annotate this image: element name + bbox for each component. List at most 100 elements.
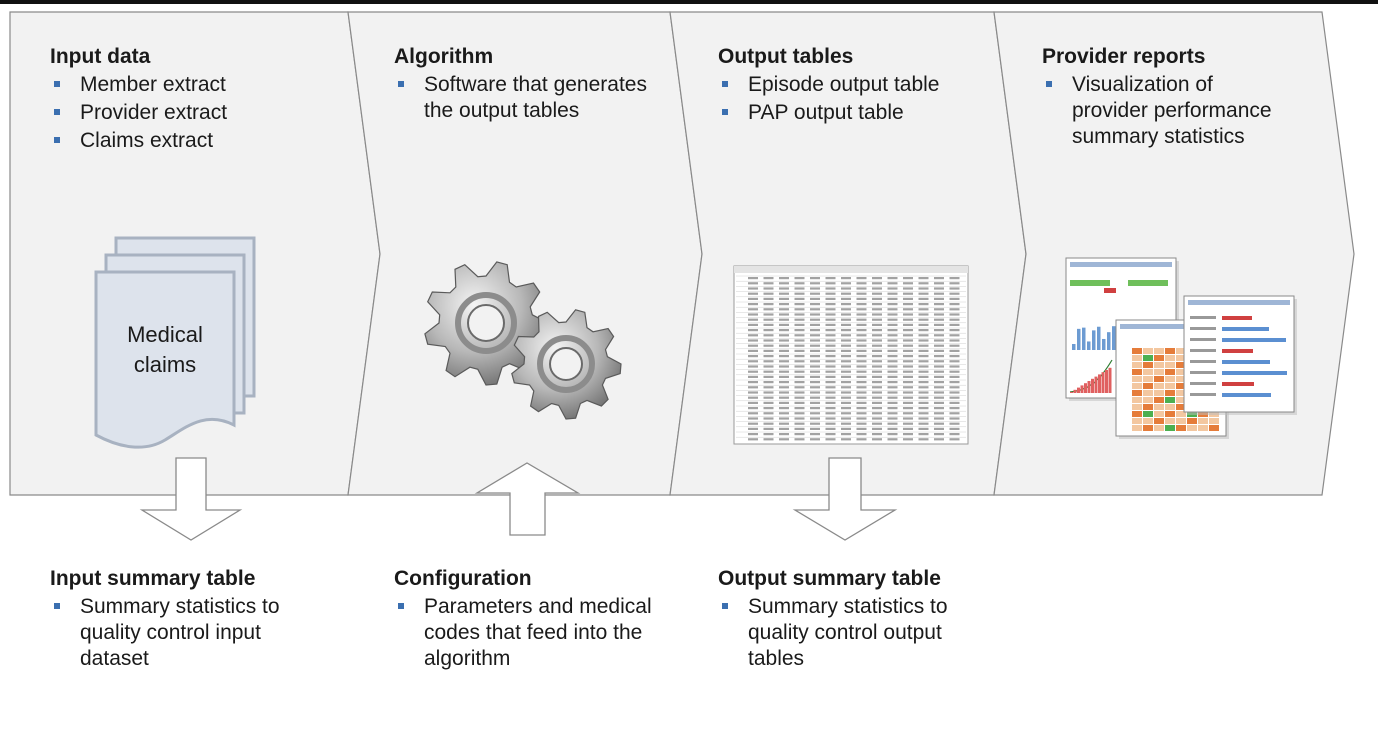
sheet-cell: [949, 417, 960, 420]
sheet-cell: [841, 381, 851, 384]
sheet-cell: [918, 386, 929, 389]
sheet-cell: [748, 344, 758, 347]
sheet-cell: [748, 313, 758, 316]
sheet-cell: [825, 381, 836, 384]
sheet-cell: [903, 360, 913, 363]
sheet-cell: [825, 365, 836, 368]
report-heat-cell: [1154, 390, 1164, 396]
sheet-cell: [810, 360, 820, 363]
sheet-cell: [903, 323, 913, 326]
sheet-cell: [841, 427, 851, 430]
sheet-cell: [794, 370, 805, 373]
sheet-cell: [856, 365, 867, 368]
sheet-cell: [779, 401, 789, 404]
sheet-cell: [887, 438, 898, 441]
sheet-cell: [825, 396, 836, 399]
sheet-cell: [748, 422, 758, 425]
sheet-cell: [825, 349, 836, 352]
stage-item: Visualization of provider performance su…: [1042, 72, 1272, 150]
sheet-cell: [810, 386, 820, 389]
gear-ring: [455, 292, 517, 354]
sheet-cell: [934, 396, 944, 399]
sheet-cell: [872, 375, 882, 378]
sheet-cell: [748, 297, 758, 300]
report-heat-cell: [1176, 383, 1186, 389]
sheet-cell: [810, 334, 820, 337]
sheet-cell: [872, 303, 882, 306]
sheet-cell: [810, 339, 820, 342]
sheet-cell: [903, 318, 913, 321]
sheet-cell: [903, 313, 913, 316]
report-heat-cell: [1176, 390, 1186, 396]
sheet-cell: [856, 318, 867, 321]
sheet-cell: [825, 433, 836, 436]
sheet-cell: [856, 422, 867, 425]
report-heat-cell: [1165, 355, 1175, 361]
sheet-cell: [825, 339, 836, 342]
report-row-label: [1190, 316, 1216, 319]
sheet-cell: [763, 427, 774, 430]
stage-item: Episode output table: [718, 72, 998, 98]
sheet-cell: [825, 334, 836, 337]
sheet-cell: [872, 370, 882, 373]
sheet-cell: [748, 365, 758, 368]
sheet-cell: [794, 438, 805, 441]
sheet-cell: [918, 329, 929, 332]
report-heat-cell: [1154, 348, 1164, 354]
sheet-cell: [748, 417, 758, 420]
report-header-bar: [1188, 300, 1290, 305]
sheet-cell: [872, 344, 882, 347]
report-hbar: [1222, 371, 1287, 375]
stage-output-tables: Output tables Episode output table PAP o…: [718, 44, 998, 128]
sheet-cell: [918, 282, 929, 285]
stage-item: Claims extract: [50, 128, 330, 154]
sheet-cell: [872, 355, 882, 358]
sheet-cell: [748, 438, 758, 441]
sheet-cell: [918, 412, 929, 415]
sheet-cell: [748, 401, 758, 404]
report-page-3: [1183, 295, 1297, 415]
report-mini-bar: [1107, 332, 1111, 350]
report-heat-cell: [1132, 348, 1142, 354]
sheet-cell: [763, 381, 774, 384]
gear-hole: [467, 304, 505, 342]
report-heat-cell: [1132, 355, 1142, 361]
sheet-cell: [872, 318, 882, 321]
report-mini-bar: [1087, 341, 1091, 350]
sheet-cell: [934, 303, 944, 306]
sheet-cell: [856, 417, 867, 420]
sheet-cell: [887, 360, 898, 363]
sheet-cell: [949, 344, 960, 347]
sheet-cell: [887, 287, 898, 290]
report-hbar: [1222, 327, 1269, 331]
sheet-cell: [949, 308, 960, 311]
report-heat-cell: [1132, 425, 1142, 431]
report-heat-cell: [1165, 418, 1175, 424]
report-frame: [1183, 295, 1295, 413]
sheet-cell: [934, 433, 944, 436]
sheet-cell: [918, 297, 929, 300]
sheet-cell: [763, 313, 774, 316]
sheet-cell: [949, 277, 960, 280]
sheet-cell: [763, 349, 774, 352]
sheet-cell: [825, 297, 836, 300]
sheet-cell: [748, 329, 758, 332]
sheet-cell: [887, 349, 898, 352]
report-heat-cell: [1143, 425, 1153, 431]
sheet-cell: [903, 365, 913, 368]
sheet-cell: [825, 422, 836, 425]
sheet-cell: [748, 391, 758, 394]
report-heat-cell: [1132, 418, 1142, 424]
sheet-cell: [949, 355, 960, 358]
sheet-cell: [810, 422, 820, 425]
sheet-cell: [887, 292, 898, 295]
sheet-cell: [779, 422, 789, 425]
sheet-cell: [934, 308, 944, 311]
sheet-cell: [887, 370, 898, 373]
sheet-cell: [763, 323, 774, 326]
sheet-cell: [825, 407, 836, 410]
sheet-cell: [934, 370, 944, 373]
report-area-bar: [1070, 392, 1073, 393]
report-heat-cell: [1176, 425, 1186, 431]
stage-title: Input data: [50, 45, 151, 68]
